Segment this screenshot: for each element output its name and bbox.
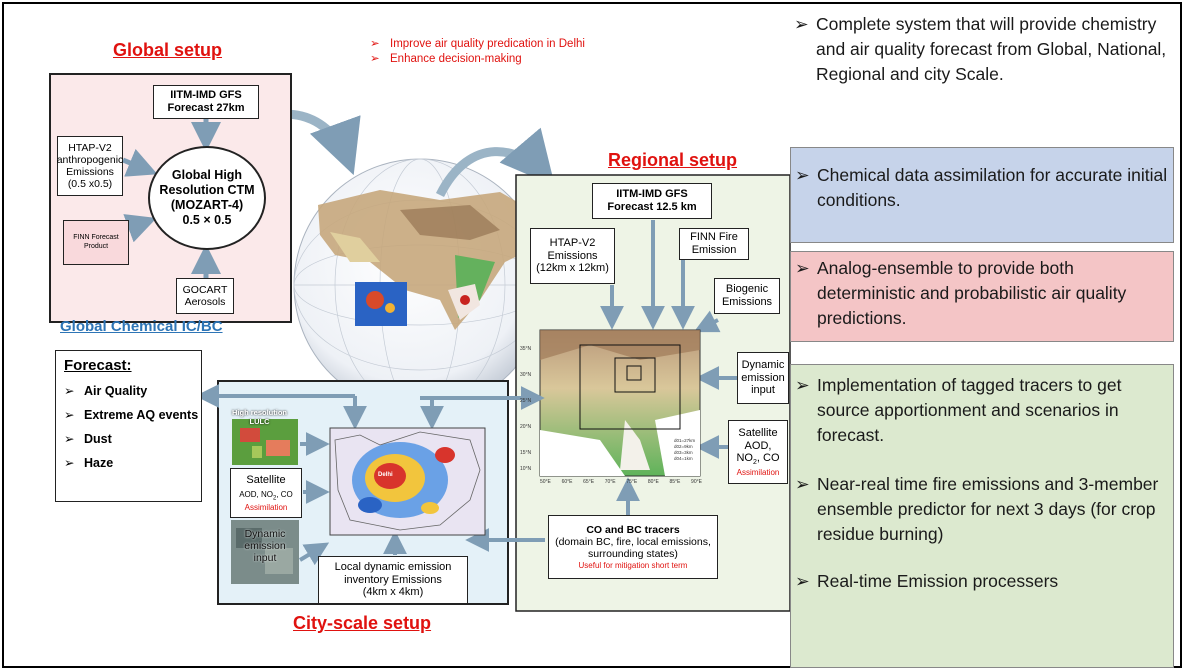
city-setup-title: City-scale setup: [293, 613, 432, 633]
regional-setup-title: Regional setup: [608, 150, 738, 170]
forecast-title: Forecast:: [64, 357, 132, 374]
city-satellite-box: Satellite AOD, NO2, CO Assimilation: [230, 468, 302, 518]
globe: [293, 158, 547, 412]
arrow-bullet-icon: ➢: [795, 258, 810, 278]
forecast-item: ➢Air Quality: [64, 384, 148, 398]
forecast-box: Forecast: ➢Air Quality ➢Extreme AQ event…: [55, 350, 202, 502]
regional-satellite-box: Satellite AOD, NO2, CO Assimilation: [728, 420, 788, 484]
goal-item: ➢Improve air quality predication in Delh…: [370, 38, 585, 50]
forecast-list: ➢Air Quality ➢Extreme AQ events ➢Dust ➢H…: [64, 383, 199, 471]
right-blue-item: ➢Chemical data assimilation for accurate…: [795, 165, 1168, 210]
city-delhi-label: Delhi: [378, 472, 393, 478]
forecast-item: ➢Dust: [64, 432, 112, 446]
right-green-item: ➢Implementation of tagged tracers to get…: [795, 375, 1122, 445]
arrow-bullet-icon: ➢: [370, 53, 380, 65]
regional-tracers-box: CO and BC tracers (domain BC, fire, loca…: [548, 515, 718, 579]
right-red-item: ➢Analog-ensemble to provide both determi…: [795, 258, 1127, 328]
right-intro-box: ➢Complete system that will provide chemi…: [790, 12, 1174, 130]
arrow-bullet-icon: ➢: [64, 408, 75, 422]
arrow-bullet-icon: ➢: [64, 384, 75, 398]
right-green-item: ➢Real-time Emission processers: [791, 569, 1173, 594]
arrow-bullet-icon: ➢: [64, 432, 75, 446]
right-blue-box: ➢Chemical data assimilation for accurate…: [790, 147, 1174, 243]
goals-list: ➢Improve air quality predication in Delh…: [370, 37, 585, 67]
map-lat-last: 10°N: [520, 466, 532, 472]
right-red-box: ➢Analog-ensemble to provide both determi…: [790, 251, 1174, 342]
arrow-bullet-icon: ➢: [795, 165, 810, 185]
forecast-item: ➢Haze: [64, 456, 114, 470]
right-green-box: ➢Implementation of tagged tracers to get…: [790, 364, 1174, 668]
arrow-bullet-icon: ➢: [794, 14, 809, 34]
arrow-bullet-icon: ➢: [795, 474, 810, 494]
right-green-item: ➢Near-real time fire emissions and 3-mem…: [795, 474, 1159, 544]
right-intro-item: ➢Complete system that will provide chemi…: [794, 14, 1167, 84]
arrow-bullet-icon: ➢: [370, 38, 380, 50]
goal-item: ➢Enhance decision-making: [370, 53, 522, 65]
arrow-bullet-icon: ➢: [795, 375, 810, 395]
forecast-item: ➢Extreme AQ events: [64, 408, 199, 422]
global-icbc-label: Global Chemical IC/BC: [60, 318, 223, 335]
arrow-bullet-icon: ➢: [64, 456, 75, 470]
global-setup-title: Global setup: [113, 40, 223, 60]
arrow-bullet-icon: ➢: [795, 571, 810, 591]
